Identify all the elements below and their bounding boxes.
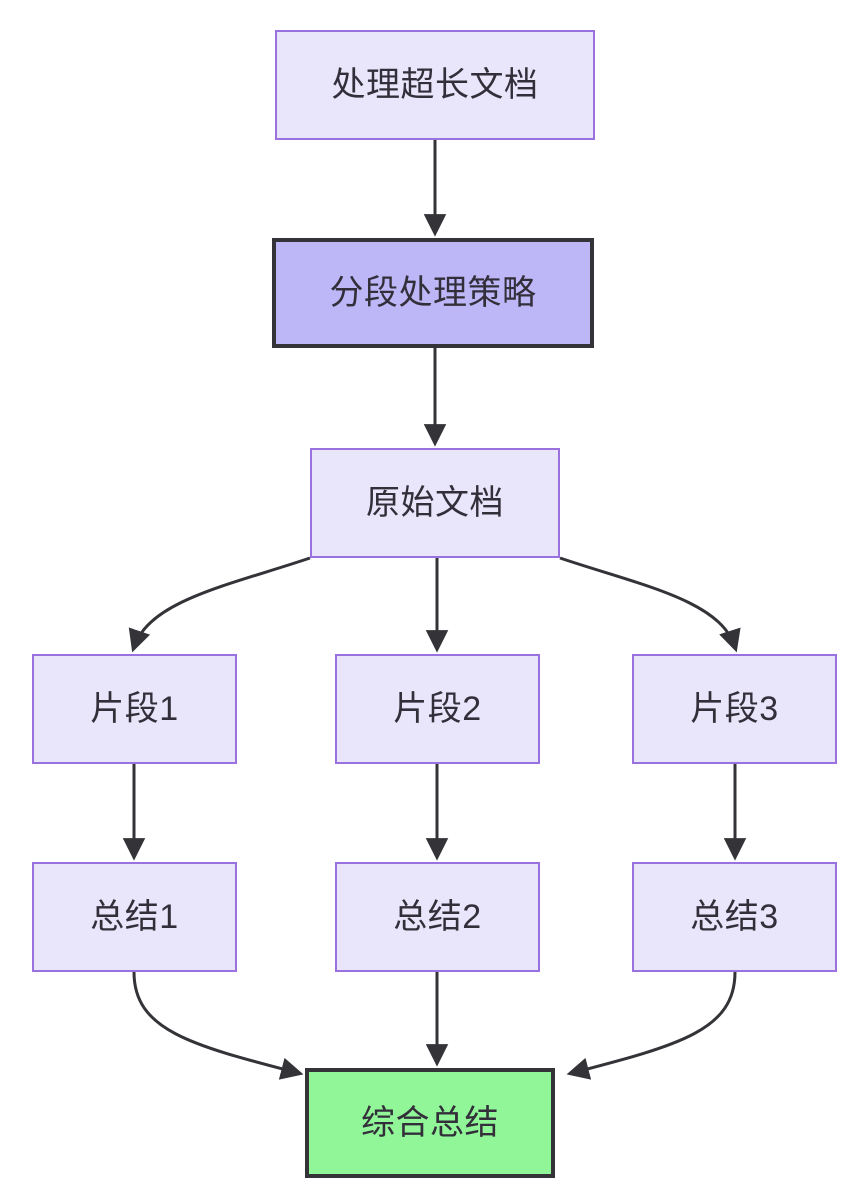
- edge-n9-to-n10: [566, 971, 737, 1080]
- node-label: 片段2: [393, 689, 482, 728]
- node-fragment-1[interactable]: 片段1: [32, 654, 237, 764]
- node-label: 总结2: [393, 897, 482, 936]
- edge-n3-to-n6: [559, 556, 741, 653]
- node-fragment-3[interactable]: 片段3: [632, 654, 837, 764]
- node-label: 综合总结: [361, 1103, 499, 1142]
- node-label: 分段处理策略: [329, 273, 537, 312]
- node-chunking-strategy[interactable]: 分段处理策略: [272, 238, 594, 348]
- node-label: 片段3: [690, 689, 779, 728]
- node-summary-1[interactable]: 总结1: [32, 862, 237, 972]
- node-label: 总结3: [690, 897, 779, 936]
- node-label: 总结1: [90, 897, 179, 936]
- edge-n7-to-n10: [132, 971, 304, 1080]
- node-label: 原始文档: [366, 483, 504, 522]
- edge-n3-to-n4: [128, 556, 311, 653]
- node-label: 处理超长文档: [331, 65, 539, 104]
- node-label: 片段1: [90, 689, 179, 728]
- node-process-long-document[interactable]: 处理超长文档: [275, 30, 595, 140]
- node-original-document[interactable]: 原始文档: [310, 448, 560, 558]
- node-final-summary[interactable]: 综合总结: [305, 1068, 555, 1178]
- node-fragment-2[interactable]: 片段2: [335, 654, 540, 764]
- node-summary-2[interactable]: 总结2: [335, 862, 540, 972]
- node-summary-3[interactable]: 总结3: [632, 862, 837, 972]
